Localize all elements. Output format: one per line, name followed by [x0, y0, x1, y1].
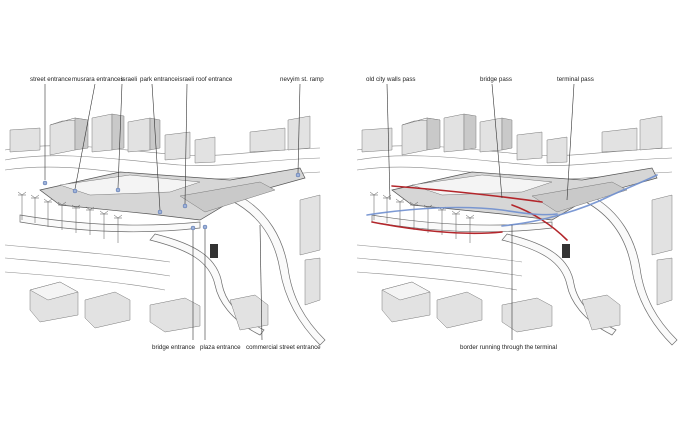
entrance-marker — [42, 180, 48, 186]
label-border: border running through the terminal — [460, 344, 557, 351]
label-street-entrance: street entrance — [30, 76, 72, 83]
label-musrara-entrances: musrara entrances — [72, 76, 124, 83]
terminal-pass-path — [501, 174, 658, 227]
right-scene-drawing — [356, 113, 678, 346]
border-path — [366, 206, 558, 216]
label-park-entrance: park entrance — [140, 76, 178, 83]
old-city-walls-pass-path-lower — [371, 221, 503, 235]
label-plaza-entrance: plaza entrance — [200, 344, 241, 351]
label-nevyim-ramp: nevyim st. ramp — [280, 76, 324, 83]
right-panel: old city walls pass bridge pass terminal… — [356, 76, 678, 351]
entrance-marker — [182, 203, 188, 209]
left-panel: street entrance musrara entrances israel… — [4, 76, 326, 351]
label-israeli: israeli — [121, 76, 137, 83]
label-bridge-entrance: bridge entrance — [152, 344, 196, 351]
entrance-marker — [157, 209, 163, 215]
old-city-walls-pass-path — [391, 185, 543, 203]
left-scene-drawing — [4, 113, 326, 346]
entrance-marker — [72, 188, 78, 194]
entrance-marker — [190, 225, 196, 231]
entrance-marker — [115, 187, 121, 193]
label-israeli-roof-entrance: israeli roof entrance — [178, 76, 233, 83]
label-commercial-street-entrance: commercial street entrance — [246, 344, 321, 351]
label-old-city-walls-pass: old city walls pass — [366, 76, 416, 83]
entrance-marker — [295, 172, 301, 178]
label-terminal-pass: terminal pass — [557, 76, 594, 83]
label-bridge-pass: bridge pass — [480, 76, 512, 83]
entrance-marker — [202, 224, 208, 230]
